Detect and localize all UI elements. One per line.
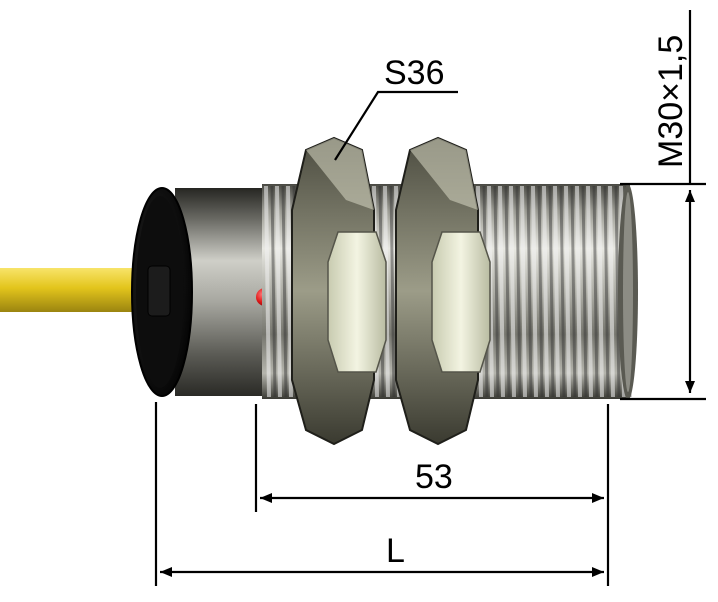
thread-groove: [603, 185, 610, 398]
thread-groove: [614, 185, 621, 398]
thread-groove: [581, 185, 588, 398]
thread-groove: [548, 185, 555, 398]
thread-ridge: [542, 185, 549, 398]
thread-ridge: [531, 185, 538, 398]
sensor-cap: [131, 187, 272, 397]
thread-groove: [389, 185, 396, 398]
thread-ridge: [286, 185, 293, 398]
hex-nut-left: [291, 136, 387, 446]
thread-ridge: [575, 185, 582, 398]
total-length-dimension: L: [154, 402, 610, 586]
thread-ridge: [608, 185, 615, 398]
thread-groove: [592, 185, 599, 398]
thread-ridge: [498, 185, 505, 398]
thread-groove: [559, 185, 566, 398]
thread-length-dimension: 53: [254, 404, 610, 512]
thread-groove: [504, 185, 511, 398]
nut-size-dimension: S36: [334, 54, 458, 161]
thread-ridge: [597, 185, 604, 398]
thread-size-label: M30×1,5: [652, 35, 690, 168]
thread-groove: [270, 185, 277, 398]
thread-groove: [570, 185, 577, 398]
thread-groove: [281, 185, 288, 398]
thread-ridge: [264, 185, 271, 398]
hex-nut-right: [395, 136, 491, 446]
thread-length-label: 53: [415, 458, 453, 496]
thread-groove: [515, 185, 522, 398]
thread-groove: [493, 185, 500, 398]
thread-groove: [537, 185, 544, 398]
thread-groove: [526, 185, 533, 398]
thread-diameter-dimension: M30×1,5: [620, 10, 706, 401]
thread-ridge: [520, 185, 527, 398]
nut-size-label: S36: [384, 54, 445, 92]
thread-ridge: [509, 185, 516, 398]
thread-ridge: [553, 185, 560, 398]
thread-ridge: [275, 185, 282, 398]
thread-ridge: [586, 185, 593, 398]
total-length-label: L: [386, 532, 405, 570]
thread-ridge: [564, 185, 571, 398]
